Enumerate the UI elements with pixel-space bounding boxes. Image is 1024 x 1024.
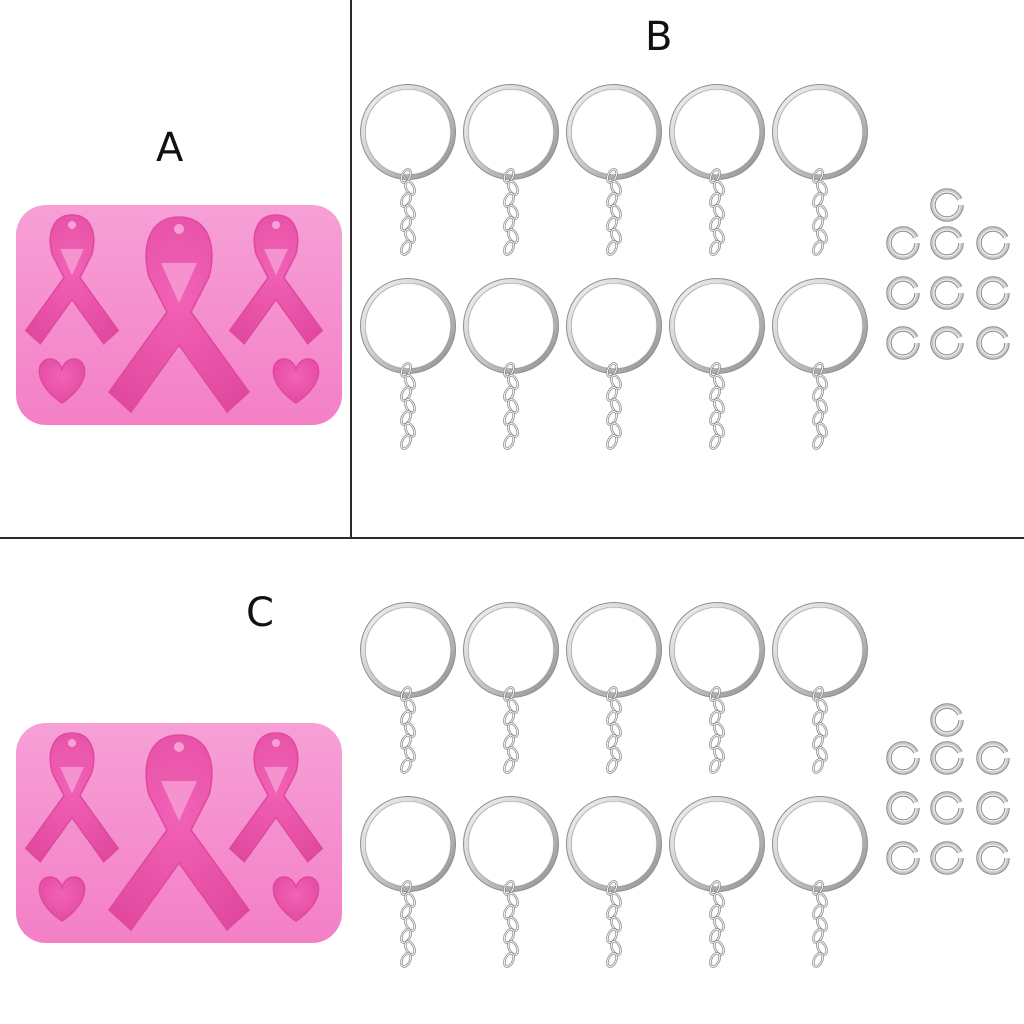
ribbon-mold-c bbox=[16, 723, 342, 943]
keyring-icon bbox=[360, 602, 456, 774]
jump-ring-icon bbox=[886, 326, 920, 360]
jump-ring-icon bbox=[930, 841, 964, 875]
ribbon-loop-highlight bbox=[161, 781, 197, 821]
jump-ring-icon bbox=[886, 226, 920, 260]
keyring-icon bbox=[360, 278, 456, 450]
heart-cavity-right bbox=[272, 358, 320, 404]
keyring-icon bbox=[772, 796, 868, 968]
jump-ring-icon bbox=[976, 841, 1010, 875]
small-ribbon-cavity-left bbox=[24, 732, 120, 863]
jump-ring-icon bbox=[886, 791, 920, 825]
ribbon-mold-a bbox=[16, 205, 342, 425]
heart-cavity-right bbox=[272, 876, 320, 922]
heart-cavity-left bbox=[38, 876, 86, 922]
panel-label-c: C bbox=[246, 590, 274, 636]
ribbon-loop-highlight bbox=[60, 767, 84, 794]
ribbon-loop-highlight bbox=[161, 263, 197, 303]
hang-hole bbox=[68, 739, 76, 747]
jump-ring-icon bbox=[886, 741, 920, 775]
keyring-icon bbox=[566, 602, 662, 774]
jump-ring-icon bbox=[886, 276, 920, 310]
jump-ring-set-b bbox=[886, 188, 1010, 360]
keyring-icon bbox=[566, 84, 662, 256]
large-ribbon-cavity bbox=[107, 216, 251, 414]
keyring-icon bbox=[669, 602, 765, 774]
jump-ring-icon bbox=[886, 841, 920, 875]
hang-hole bbox=[174, 224, 184, 234]
panel-label-a: A bbox=[156, 125, 184, 171]
keyring-icon bbox=[669, 278, 765, 450]
jump-ring-icon bbox=[976, 326, 1010, 360]
small-ribbon-cavity-right bbox=[228, 214, 324, 345]
keyring-icon bbox=[772, 84, 868, 256]
keyring-icon bbox=[669, 796, 765, 968]
hang-hole bbox=[272, 739, 280, 747]
vertical-divider bbox=[350, 0, 352, 538]
ribbon-loop-highlight bbox=[264, 249, 288, 276]
keyring-icon bbox=[772, 278, 868, 450]
jump-ring-icon bbox=[930, 226, 964, 260]
keyring-icon bbox=[566, 278, 662, 450]
keyring-icon bbox=[669, 84, 765, 256]
hang-hole bbox=[68, 221, 76, 229]
jump-ring-icon bbox=[976, 791, 1010, 825]
keyring-icon bbox=[463, 278, 559, 450]
keyring-set-c bbox=[360, 602, 868, 968]
keyring-icon bbox=[772, 602, 868, 774]
jump-ring-icon bbox=[930, 703, 964, 737]
jump-ring-icon bbox=[930, 276, 964, 310]
keyring-icon bbox=[566, 796, 662, 968]
keyring-set-b bbox=[360, 84, 868, 450]
hang-hole bbox=[174, 742, 184, 752]
ribbon-loop-highlight bbox=[60, 249, 84, 276]
hang-hole bbox=[272, 221, 280, 229]
ribbon-loop-highlight bbox=[264, 767, 288, 794]
keyring-icon bbox=[360, 84, 456, 256]
keyring-icon bbox=[463, 602, 559, 774]
heart-cavity-left bbox=[38, 358, 86, 404]
jump-ring-icon bbox=[976, 276, 1010, 310]
keyring-icon bbox=[360, 796, 456, 968]
small-ribbon-cavity-right bbox=[228, 732, 324, 863]
keyring-icon bbox=[463, 84, 559, 256]
jump-ring-icon bbox=[930, 326, 964, 360]
jump-ring-icon bbox=[976, 741, 1010, 775]
jump-ring-icon bbox=[976, 226, 1010, 260]
jump-ring-set-c bbox=[886, 703, 1010, 875]
jump-ring-icon bbox=[930, 741, 964, 775]
large-ribbon-cavity bbox=[107, 734, 251, 932]
panel-label-b: B bbox=[645, 14, 673, 60]
small-ribbon-cavity-left bbox=[24, 214, 120, 345]
jump-ring-icon bbox=[930, 791, 964, 825]
keyring-icon bbox=[463, 796, 559, 968]
jump-ring-icon bbox=[930, 188, 964, 222]
horizontal-divider bbox=[0, 537, 1024, 539]
